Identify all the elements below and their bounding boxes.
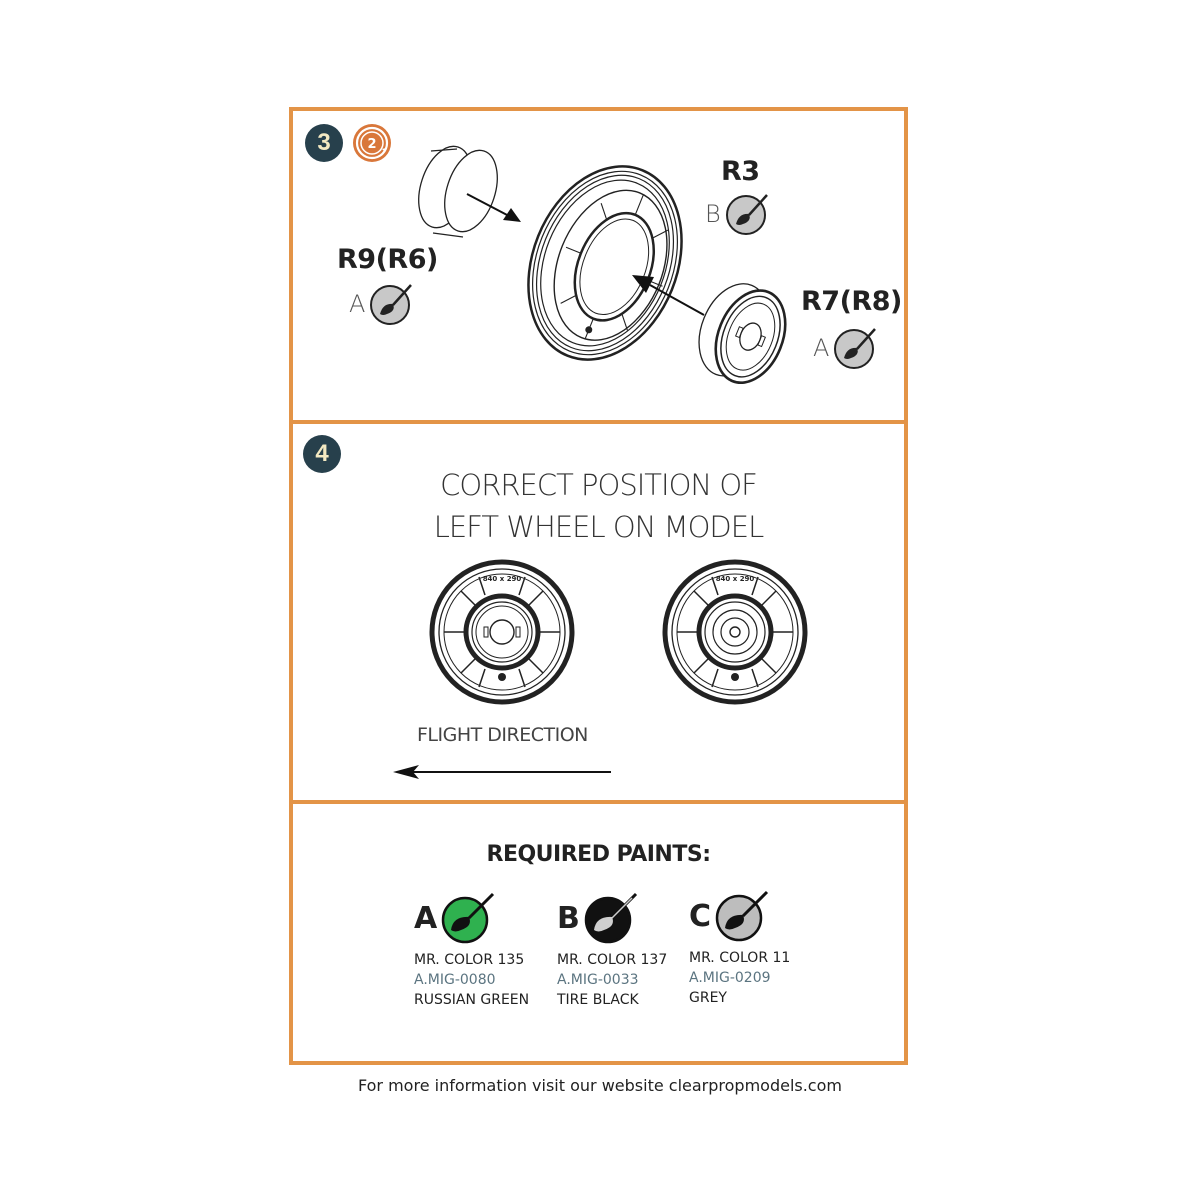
paint-letter: B	[557, 900, 580, 936]
part-label-r3: R3	[721, 156, 760, 187]
required-paints-title: REQUIRED PAINTS:	[486, 842, 712, 867]
wheel-outer-view: 840 x 290	[429, 559, 575, 705]
mr-color-code: MR. COLOR 137	[557, 952, 668, 968]
paint-brush-icon	[715, 890, 769, 942]
part-label-r7-r8: R7(R8)	[801, 286, 902, 317]
paint-letter: B	[705, 200, 721, 228]
paint-name: RUSSIAN GREEN	[414, 992, 530, 1008]
paint-item-c: C MR. COLOR 11 A.MIG-0209 GREY	[689, 890, 790, 1008]
arrow-icon	[466, 193, 521, 222]
paint-ref-r7: A	[813, 325, 879, 371]
flight-direction-label: FLIGHT DIRECTION	[417, 724, 588, 746]
repeat-icon: 2	[353, 124, 391, 162]
step-number-badge: 4	[303, 435, 341, 473]
paint-letter: A	[414, 900, 438, 936]
paint-letter: A	[813, 334, 830, 362]
paint-brush-icon	[725, 194, 768, 235]
title-line-1: CORRECT POSITION OF	[440, 468, 758, 502]
amig-code: A.MIG-0080	[414, 972, 496, 988]
paint-ref-r3: B	[705, 191, 771, 237]
step-number-badge: 3	[305, 124, 343, 162]
part-label-r9-r6: R9(R6)	[337, 244, 438, 275]
wheel-inner-view: 840 x 290	[662, 559, 808, 705]
footer-website-note: For more information visit our website c…	[358, 1076, 842, 1095]
paint-brush-icon	[584, 892, 637, 944]
mr-color-code: MR. COLOR 135	[414, 952, 525, 968]
paint-ref-r9: A	[349, 281, 415, 327]
paint-item-b: B MR. COLOR 137 A.MIG-0033 TIRE BLACK	[557, 892, 667, 1010]
flight-direction-arrow-icon	[393, 765, 611, 779]
step-4-panel: 4 CORRECT POSITION OF LEFT WHEEL ON MODE…	[293, 420, 904, 800]
arrow-icon	[632, 275, 705, 316]
title-line-2: LEFT WHEEL ON MODEL	[433, 510, 764, 544]
amig-code: A.MIG-0209	[689, 970, 771, 986]
amig-code: A.MIG-0033	[557, 972, 639, 988]
paint-item-a: A MR. COLOR 135 A.MIG-0080 RUSSIAN GREEN	[414, 892, 529, 1010]
tire-marking: 840 x 290	[483, 575, 522, 583]
paint-name: GREY	[689, 990, 727, 1006]
paint-letter: A	[349, 290, 366, 318]
tire-marking: 840 x 290	[716, 575, 755, 583]
instruction-sheet-frame: 3 2	[289, 107, 908, 1065]
required-paints-panel: REQUIRED PAINTS: A MR. COLOR 135 A.MIG-0…	[293, 800, 904, 1061]
wheel-hub-part-r7	[698, 283, 787, 385]
paint-name: TIRE BLACK	[557, 992, 639, 1008]
tire-part-r3	[527, 165, 683, 361]
hub-cap-part-r9	[418, 145, 498, 238]
mr-color-code: MR. COLOR 11	[689, 950, 791, 966]
step-4-title: CORRECT POSITION OF LEFT WHEEL ON MODEL	[293, 464, 904, 548]
repeat-count: 2	[367, 137, 376, 152]
paint-letter: C	[689, 898, 712, 934]
paint-brush-icon	[370, 284, 413, 325]
paint-brush-icon	[834, 328, 877, 369]
paint-brush-icon	[441, 892, 495, 944]
step-3-panel: 3 2	[293, 111, 904, 420]
